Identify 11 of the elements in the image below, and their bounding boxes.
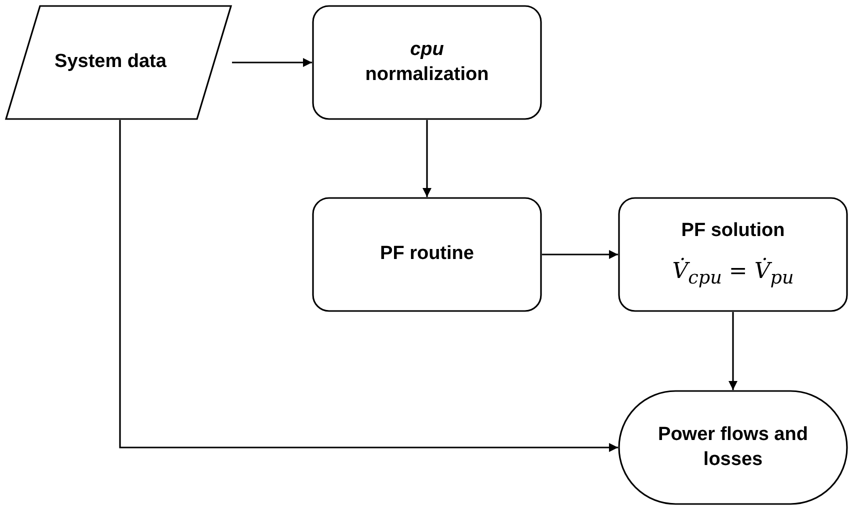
arrow <box>232 58 312 67</box>
node-label: PF solution <box>680 219 786 244</box>
arrow <box>119 120 618 452</box>
arrow <box>542 250 618 259</box>
arrow <box>728 312 738 390</box>
node-label: PF routine <box>379 242 475 266</box>
node-label: System data <box>54 50 168 74</box>
formula-text: V̇$_{cpu}$ = V̇$_{pu}$ <box>671 258 795 290</box>
node-label: cpu normalization <box>364 38 490 86</box>
arrow <box>422 120 432 197</box>
node-label: Power flows and losses <box>657 422 809 472</box>
